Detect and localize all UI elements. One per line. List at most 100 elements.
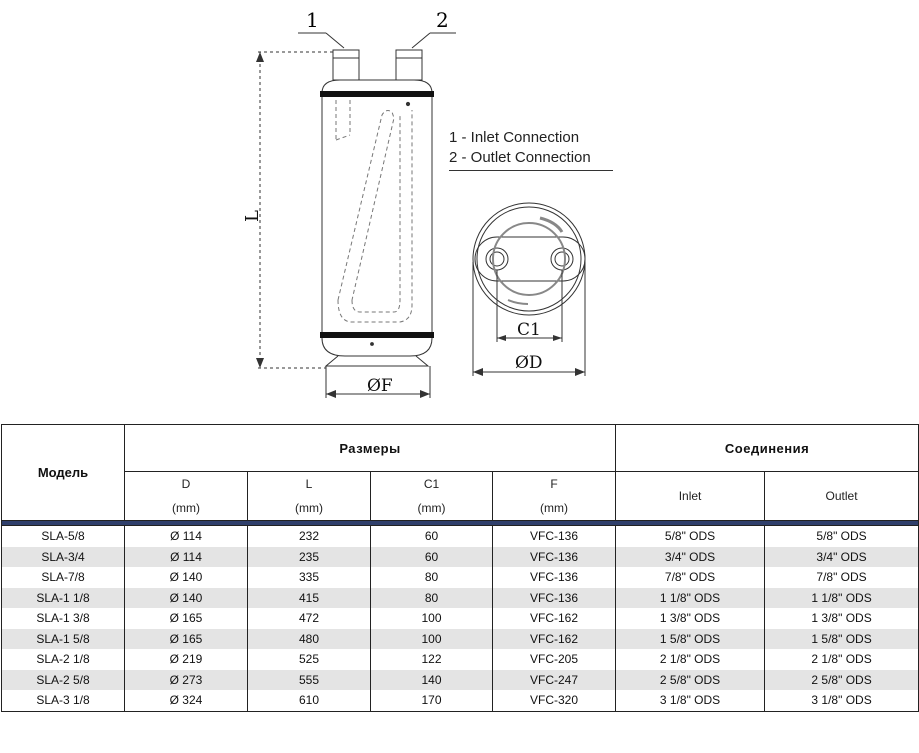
cell-inlet: 7/8" ODS	[615, 567, 766, 588]
spec-table: Модель Размеры Соединения D(mm) L(mm) C1…	[0, 424, 919, 712]
cell-c1: 140	[370, 669, 493, 690]
connection-legend: 1 - Inlet Connection 2 - Outlet Connecti…	[449, 128, 613, 171]
cell-c1: 100	[370, 608, 493, 629]
cell-model: SLA-2 5/8	[1, 669, 125, 690]
cell-outlet: 1 3/8" ODS	[764, 608, 919, 629]
cell-model: SLA-5/8	[1, 525, 125, 547]
header-sizes: Размеры	[123, 424, 617, 472]
cell-c1: 100	[370, 628, 493, 649]
svg-text:ØD: ØD	[515, 353, 543, 373]
cell-d: Ø 114	[124, 546, 248, 567]
cell-l: 480	[247, 628, 371, 649]
cell-model: SLA-7/8	[1, 567, 125, 588]
cell-f: VFC-162	[491, 608, 617, 629]
cell-model: SLA-1 3/8	[1, 608, 125, 629]
cell-l: 232	[247, 525, 371, 547]
cell-f: VFC-162	[491, 628, 617, 649]
cell-l: 472	[247, 608, 371, 629]
cell-model: SLA-3/4	[1, 546, 125, 567]
cell-l: 525	[247, 649, 371, 670]
top-view	[472, 202, 586, 316]
cell-f: VFC-136	[491, 587, 617, 608]
accumulator-drawing: 1 2	[242, 8, 586, 398]
legend-inlet: 1 - Inlet Connection	[449, 129, 580, 146]
header-col-f: F(mm)	[491, 471, 617, 521]
cell-inlet: 2 5/8" ODS	[615, 669, 766, 690]
header-connections: Соединения	[615, 424, 919, 472]
cell-inlet: 3 1/8" ODS	[615, 690, 766, 712]
cell-l: 415	[247, 587, 371, 608]
cell-outlet: 3 1/8" ODS	[764, 690, 919, 712]
cell-inlet: 1 3/8" ODS	[615, 608, 766, 629]
cell-model: SLA-1 1/8	[1, 587, 125, 608]
header-col-d: D(mm)	[124, 471, 248, 521]
cell-outlet: 1 5/8" ODS	[764, 628, 919, 649]
svg-text:C1: C1	[517, 320, 541, 340]
cell-inlet: 2 1/8" ODS	[615, 649, 766, 670]
cell-d: Ø 324	[124, 690, 248, 712]
cell-d: Ø 114	[124, 525, 248, 547]
legend-outlet: 2 - Outlet Connection	[449, 149, 591, 166]
header-inlet: Inlet	[615, 471, 766, 521]
callout-1: 1	[298, 8, 345, 49]
cell-c1: 122	[370, 649, 493, 670]
svg-text:1: 1	[306, 8, 319, 32]
cell-d: Ø 165	[124, 628, 248, 649]
dimension-D: ØD	[472, 262, 586, 376]
header-col-l: L(mm)	[247, 471, 371, 521]
cell-inlet: 1 1/8" ODS	[615, 587, 766, 608]
cell-model: SLA-1 5/8	[1, 628, 125, 649]
cell-model: SLA-3 1/8	[1, 690, 125, 712]
cell-outlet: 7/8" ODS	[764, 567, 919, 588]
cell-l: 610	[247, 690, 371, 712]
cell-outlet: 3/4" ODS	[764, 546, 919, 567]
cell-outlet: 1 1/8" ODS	[764, 587, 919, 608]
cell-c1: 80	[370, 567, 493, 588]
cell-f: VFC-320	[491, 690, 617, 712]
cell-d: Ø 219	[124, 649, 248, 670]
dimension-F: ØF	[325, 366, 431, 398]
svg-text:L: L	[242, 210, 263, 222]
cell-c1: 80	[370, 587, 493, 608]
cell-f: VFC-136	[491, 525, 617, 547]
header-separator	[0, 520, 919, 526]
cell-f: VFC-136	[491, 546, 617, 567]
cell-c1: 60	[370, 546, 493, 567]
cell-f: VFC-136	[491, 567, 617, 588]
header-outlet: Outlet	[764, 471, 919, 521]
cell-l: 335	[247, 567, 371, 588]
cell-inlet: 5/8" ODS	[615, 525, 766, 547]
dimension-C1: C1	[496, 270, 563, 342]
cell-d: Ø 140	[124, 567, 248, 588]
cell-d: Ø 140	[124, 587, 248, 608]
callout-2: 2	[411, 8, 456, 49]
header-model: Модель	[1, 424, 125, 521]
cell-outlet: 2 1/8" ODS	[764, 649, 919, 670]
cell-l: 235	[247, 546, 371, 567]
dimension-L: L	[242, 51, 336, 369]
cell-f: VFC-205	[491, 649, 617, 670]
cell-model: SLA-2 1/8	[1, 649, 125, 670]
cell-inlet: 3/4" ODS	[615, 546, 766, 567]
cell-inlet: 1 5/8" ODS	[615, 628, 766, 649]
header-col-c1: C1(mm)	[370, 471, 493, 521]
cell-c1: 170	[370, 690, 493, 712]
cell-f: VFC-247	[491, 669, 617, 690]
side-view	[320, 49, 434, 367]
cell-l: 555	[247, 669, 371, 690]
cell-outlet: 5/8" ODS	[764, 525, 919, 547]
svg-text:2: 2	[436, 8, 449, 32]
cell-d: Ø 165	[124, 608, 248, 629]
cell-d: Ø 273	[124, 669, 248, 690]
legend-underline	[449, 170, 613, 171]
svg-text:ØF: ØF	[367, 376, 393, 396]
